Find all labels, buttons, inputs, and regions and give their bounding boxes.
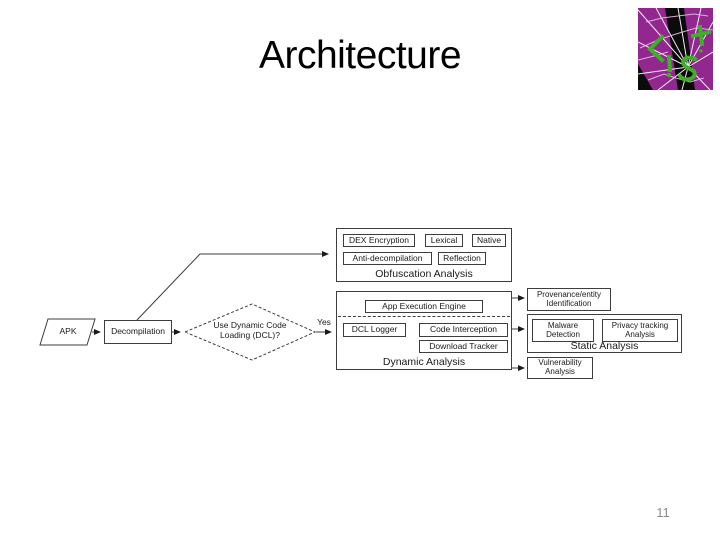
app-execution-engine-label: App Execution Engine [382,300,466,311]
obfuscation-analysis-group: DEX Encryption Lexical Native Anti-decom… [336,228,512,282]
page-title: Architecture [258,34,462,77]
native-node: Native [472,234,506,247]
slide-page-number: 11 [656,505,670,520]
dynamic-analysis-group-label: Dynamic Analysis [382,356,466,368]
decompilation-label: Decompilation [111,326,165,337]
code-interception-label: Code Interception [429,324,498,335]
download-tracker-label: Download Tracker [429,340,498,351]
dynamic-analysis-group: App Execution Engine DCL Logger Code Int… [336,291,512,370]
provenance-identification-label: Provenance/entity Identification [536,289,602,308]
vulnerability-analysis-label: Vulnerability Analysis [538,358,582,376]
yes-branch-label: Yes [317,317,331,327]
download-tracker-node: Download Tracker [419,340,508,353]
arrow-decompilation-to-obfuscation [136,251,329,321]
malware-detection-label: Malware Detection [546,320,580,339]
decompilation-node: Decompilation [104,320,172,344]
anti-decompilation-label: Anti-decompilation [352,252,423,263]
static-analysis-group-label: Static Analysis [570,340,639,352]
dex-encryption-node: DEX Encryption [343,234,415,247]
static-analysis-group: Malware Detection Privacy tracking Analy… [527,314,682,353]
anti-decompilation-node: Anti-decompilation [343,252,432,265]
dcl-logger-label: DCL Logger [351,324,398,335]
lexical-label: Lexical [430,234,458,245]
native-label: Native [476,234,502,245]
reflection-node: Reflection [438,252,486,265]
lexical-node: Lexical [425,234,463,247]
dcl-decision-label: Use Dynamic Code Loading (DCL)? [213,320,287,340]
obfuscation-analysis-group-label: Obfuscation Analysis [375,268,473,280]
dcl-logger-node: DCL Logger [343,323,406,337]
dynamic-group-divider [338,316,510,317]
provenance-identification-node: Provenance/entity Identification [527,288,611,311]
malware-detection-node: Malware Detection [532,319,594,342]
organization-logo [637,7,714,91]
code-interception-node: Code Interception [419,323,508,337]
vulnerability-analysis-node: Vulnerability Analysis [527,357,593,379]
shattered-web-logo-graphic [637,7,714,91]
apk-node-label: APK [59,326,77,336]
privacy-tracking-node: Privacy tracking Analysis [602,319,678,342]
dex-encryption-label: DEX Encryption [349,234,409,245]
privacy-tracking-label: Privacy tracking Analysis [611,320,669,339]
reflection-label: Reflection [443,252,481,263]
app-execution-engine-node: App Execution Engine [365,300,483,313]
